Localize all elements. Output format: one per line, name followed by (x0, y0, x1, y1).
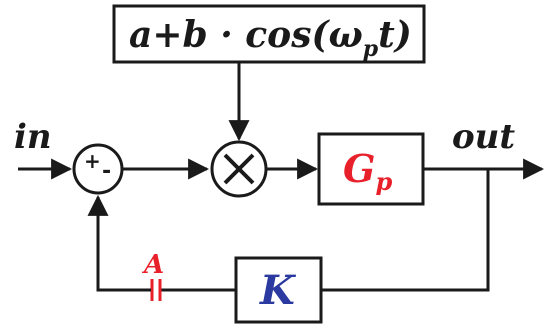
plant-block: Gp (317, 132, 425, 206)
multiplier-cross-stroke-2 (223, 153, 255, 185)
coupling-label: A (141, 250, 164, 280)
summing-junction: + - (72, 143, 124, 195)
modulation-text-main: a+b · cos(ω (129, 14, 363, 56)
modulation-text-sub: p (363, 36, 379, 62)
feedback-to-sum-arrow (87, 194, 151, 292)
modulation-text-tail: t) (378, 14, 412, 56)
feedback-line-output-side (321, 169, 490, 292)
modulation-block: a+b · cos(ωpt) (112, 4, 426, 64)
modulation-expression: a+b · cos(ωpt) (129, 14, 412, 62)
sum-plus-sign: + (84, 149, 101, 173)
plant-label: Gp (343, 146, 392, 196)
controller-label: K (259, 267, 297, 314)
plant-label-sub: p (375, 167, 392, 196)
sum-minus-sign: - (102, 159, 111, 184)
input-label: in (14, 117, 52, 157)
output-label: out (452, 117, 515, 157)
plant-label-main: G (343, 146, 375, 191)
controller-block: K (234, 256, 323, 324)
coupling-capacitor: A (141, 250, 164, 301)
multiplier-junction (210, 140, 268, 198)
